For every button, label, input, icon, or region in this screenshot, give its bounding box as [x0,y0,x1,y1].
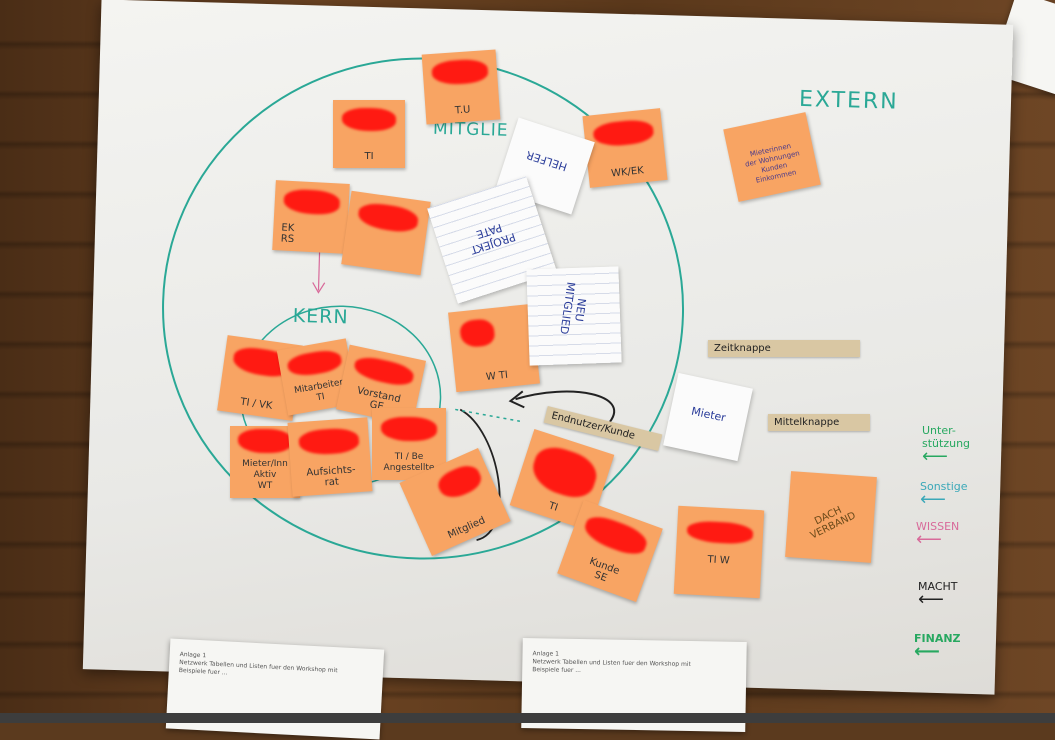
redaction [431,58,489,87]
core-title: KERN [292,304,349,329]
redaction [356,200,421,235]
redaction [341,108,397,132]
note-blank-mid [341,190,431,276]
note-tu: T.U [421,49,501,125]
legend-finance: FINANZ ⟵ [914,632,961,662]
redaction [459,317,496,349]
black-arrow-2 [459,408,501,541]
redaction [527,441,602,503]
note-wti: W TI [448,303,540,393]
note-dachverband: DACH VERBAND [785,471,877,563]
extern-title: EXTERN [798,86,899,115]
teal-dotted-arrow [455,408,521,422]
black-arrow-1-head [508,390,525,409]
legend-arrow-icon: ⟵ [914,641,940,662]
legend-arrow-icon: ⟵ [918,589,944,610]
note-aufsichtsrat: Aufsichts- rat [287,417,373,497]
tape-zeitknappe: Zeitknappe [708,340,860,357]
redaction [283,188,341,216]
redaction [686,520,754,545]
paper-neu-mitglied: NEU MITGLIED [526,266,622,366]
redaction [592,117,655,149]
bottom-bar [0,713,1055,723]
paper-mieter: Mieter [663,372,753,462]
redaction [286,347,343,380]
black-arrow-1 [515,390,616,423]
redaction [352,354,416,389]
handout-sheet-left: Anlage 1 Netzwerk Tabellen und Listen fu… [165,638,385,740]
legend-arrow-icon: ⟵ [916,529,942,550]
redaction [380,416,438,442]
redaction [297,426,361,457]
legend-power: MACHT ⟵ [918,580,958,610]
note-ek-rs: EK RS [272,180,350,254]
note-tiw: TI W [673,505,765,599]
legend-knowledge: WISSEN ⟵ [916,520,960,550]
redaction [238,428,292,454]
legend-arrow-icon: ⟵ [922,446,948,467]
tape-mittelknappe: Mittelknappe [768,414,870,431]
redaction [434,460,486,503]
note-ti-top: TI [333,100,405,168]
legend-support: Unter- stützung ⟵ [922,424,971,467]
note-wk-ek: WK/EK [582,108,668,188]
legend-other: Sonstige ⟵ [920,480,968,510]
pink-arrow-head [312,282,326,294]
legend-arrow-icon: ⟵ [920,489,946,510]
